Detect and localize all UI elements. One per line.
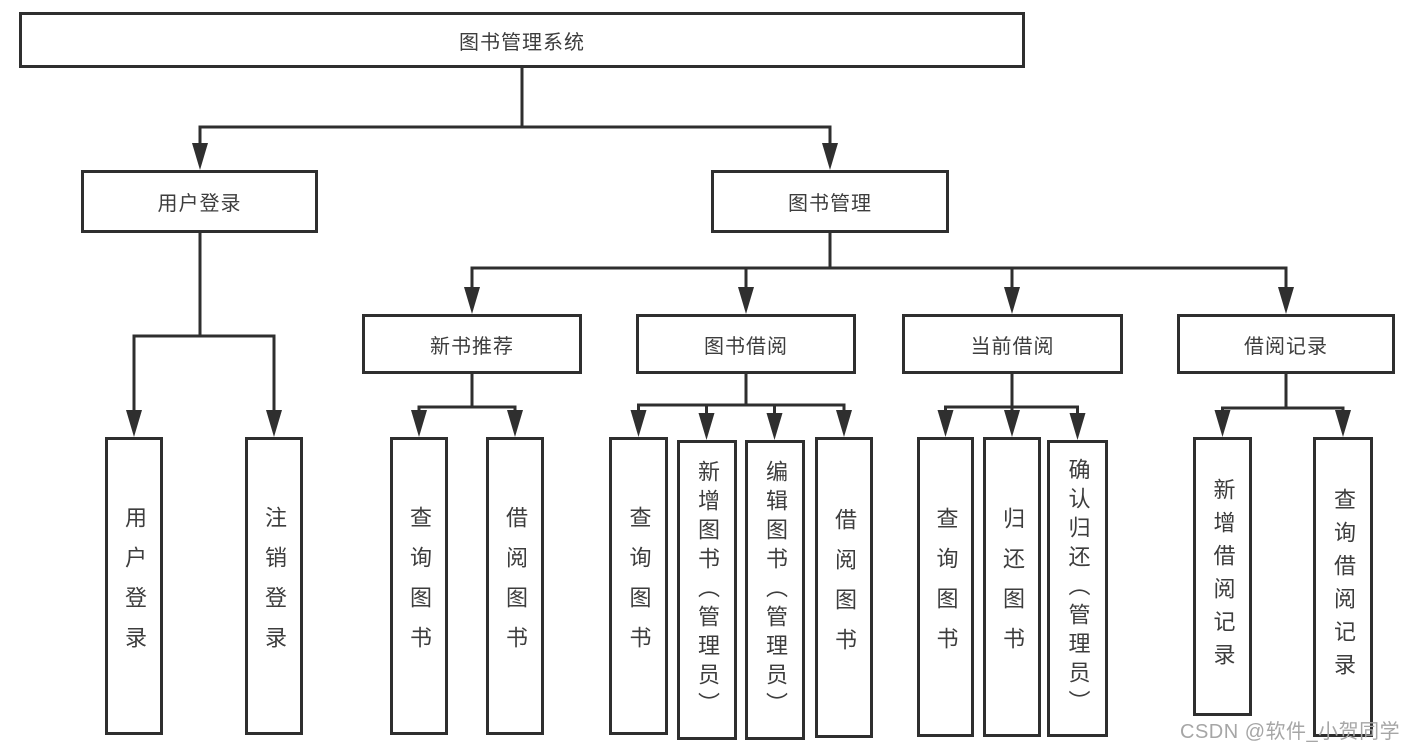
arrowhead [766, 413, 783, 440]
node-current-borrow: 当前借阅 [902, 314, 1123, 374]
arrowhead [1004, 410, 1020, 437]
node-label: 确认归还（管理员） [1065, 458, 1091, 719]
arrowhead [507, 410, 523, 437]
node-label: 查询借阅记录 [1331, 488, 1356, 686]
node-label: 查询图书 [626, 506, 652, 666]
arrowhead [836, 410, 852, 437]
arrowhead [1069, 413, 1086, 440]
leaf-add-borrow-record: 新增借阅记录 [1193, 437, 1252, 716]
leaf-query-book-1: 查询图书 [390, 437, 448, 735]
node-label: 借阅图书 [503, 506, 528, 666]
node-new-book-recommend: 新书推荐 [362, 314, 582, 374]
node-label: 用户登录 [157, 193, 242, 215]
arrowhead [411, 410, 427, 437]
arrowhead [738, 287, 754, 314]
node-user-login: 用户登录 [81, 170, 318, 233]
arrowhead [1278, 287, 1294, 314]
leaf-borrow-book-2: 借阅图书 [815, 437, 873, 738]
connector-path [132, 68, 1345, 416]
arrowhead [698, 413, 715, 440]
node-label: 新增借阅记录 [1210, 477, 1236, 676]
arrowhead [630, 410, 647, 437]
arrowhead [266, 410, 282, 437]
arrowhead [937, 410, 954, 437]
node-borrow-records: 借阅记录 [1177, 314, 1395, 374]
arrowhead [1004, 287, 1020, 314]
arrowhead [464, 287, 480, 314]
node-label: 图书借阅 [704, 335, 788, 358]
node-label: 当前借阅 [970, 335, 1055, 358]
node-label: 编辑图书（管理员） [763, 459, 788, 721]
arrowhead [1214, 410, 1231, 437]
leaf-query-book-2: 查询图书 [609, 437, 668, 735]
leaf-query-borrow-record: 查询借阅记录 [1313, 437, 1373, 737]
leaf-confirm-return-admin: 确认归还（管理员） [1047, 440, 1108, 737]
node-label: 新书推荐 [430, 335, 514, 358]
arrowhead [822, 143, 838, 170]
arrowhead [192, 143, 208, 170]
arrowhead [1335, 410, 1351, 437]
leaf-user-login: 用户登录 [105, 437, 163, 735]
leaf-return-book: 归还图书 [983, 437, 1041, 737]
leaf-edit-book-admin: 编辑图书（管理员） [745, 440, 805, 740]
node-label: 图书管理系统 [459, 31, 585, 54]
node-label: 图书管理 [788, 193, 872, 215]
leaf-borrow-book-1: 借阅图书 [486, 437, 544, 735]
node-label: 查询图书 [933, 507, 959, 667]
node-book-management: 图书管理 [711, 170, 949, 233]
node-label: 注销登录 [262, 506, 287, 666]
node-label: 查询图书 [407, 506, 432, 666]
node-label: 借阅图书 [832, 507, 857, 668]
arrowheads [126, 143, 1351, 440]
node-label: 借阅记录 [1244, 335, 1328, 358]
node-label: 用户登录 [122, 506, 147, 666]
leaf-logout: 注销登录 [245, 437, 303, 735]
node-label: 归还图书 [1000, 507, 1025, 667]
node-library-management-system: 图书管理系统 [19, 12, 1025, 68]
node-book-borrow: 图书借阅 [636, 314, 856, 374]
leaf-add-book-admin: 新增图书（管理员） [677, 440, 737, 740]
node-label: 新增图书（管理员） [695, 459, 720, 721]
leaf-query-book-3: 查询图书 [917, 437, 974, 737]
arrowhead [126, 410, 142, 437]
csdn-watermark: CSDN @软件_小贺同学 [1180, 721, 1401, 743]
